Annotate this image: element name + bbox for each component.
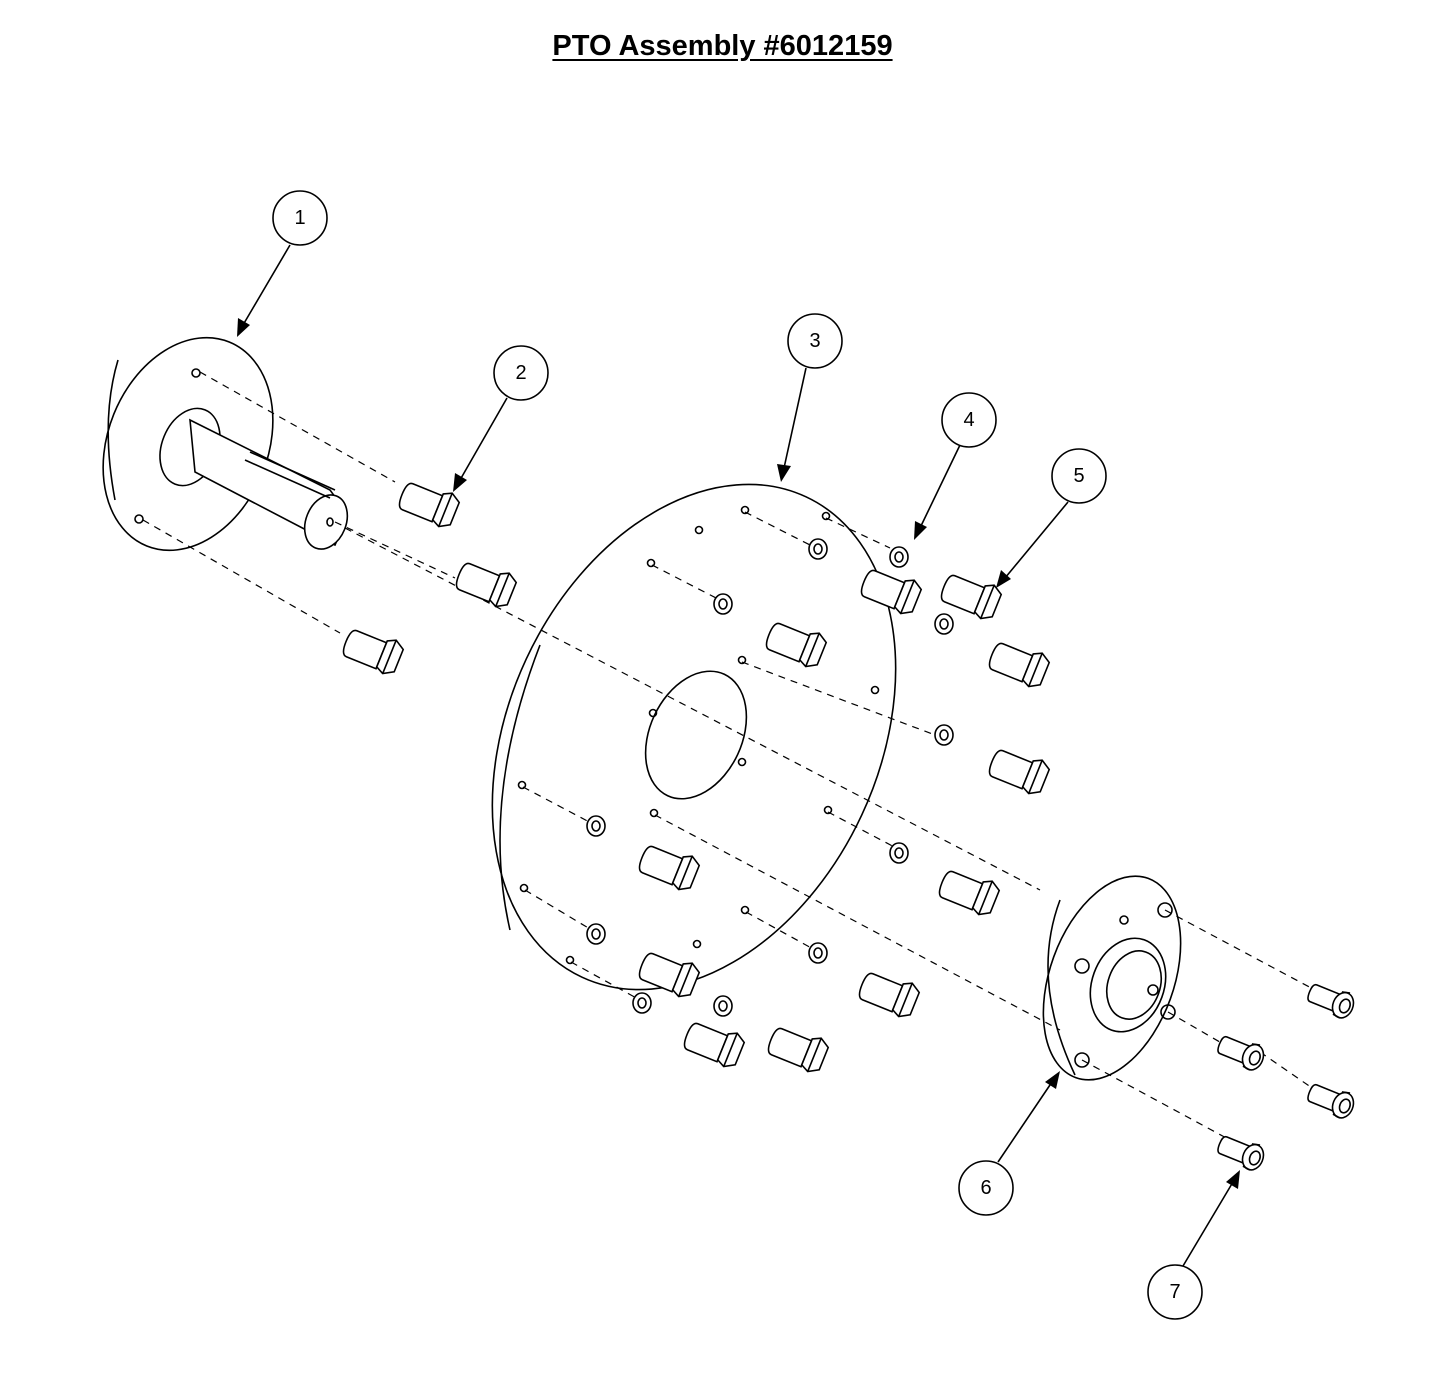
hex-bolt [985, 635, 1053, 692]
leader-lines [237, 244, 1240, 1267]
callout-label: 3 [809, 330, 820, 352]
hex-bolt [764, 1020, 832, 1077]
lock-washer [889, 546, 909, 568]
callout-1: 1 [272, 190, 328, 246]
lock-washer [934, 724, 954, 746]
callout-label: 5 [1073, 465, 1084, 487]
callout-label: 6 [980, 1177, 991, 1199]
lock-washer [632, 992, 652, 1014]
hex-bolt [855, 965, 923, 1022]
callout-2: 2 [493, 345, 549, 401]
callout-label: 4 [963, 409, 974, 431]
callout-4: 4 [941, 392, 997, 448]
callout-6: 6 [958, 1160, 1014, 1216]
lock-washer [889, 842, 909, 864]
lock-washer [713, 995, 733, 1017]
flange-bearing [1042, 875, 1182, 1081]
hex-bolt [680, 1015, 748, 1072]
hex-bolt [985, 742, 1053, 799]
lock-washer [934, 613, 954, 635]
cap-screw [1213, 1029, 1269, 1074]
cap-screw [1213, 1129, 1269, 1174]
callout-label: 1 [294, 207, 305, 229]
lock-washer [713, 593, 733, 615]
lock-washer [586, 923, 606, 945]
lock-washer [808, 942, 828, 964]
callout-label: 2 [515, 362, 526, 384]
callout-3: 3 [787, 313, 843, 369]
hex-bolt [935, 863, 1003, 920]
mounting-plate [491, 483, 897, 991]
hex-bolt [339, 622, 407, 679]
lock-washer [586, 815, 606, 837]
lock-washer [808, 538, 828, 560]
diagram-title: PTO Assembly #6012159 [552, 30, 893, 62]
callout-label: 7 [1169, 1281, 1180, 1303]
hex-bolt [452, 555, 520, 612]
cap-screws [1213, 977, 1359, 1174]
hex-bolt [395, 475, 463, 532]
cap-screw [1303, 977, 1359, 1022]
callout-5: 5 [1051, 448, 1107, 504]
cap-screw [1303, 1077, 1359, 1122]
shaft-hub [102, 336, 349, 552]
callout-7: 7 [1147, 1264, 1203, 1320]
